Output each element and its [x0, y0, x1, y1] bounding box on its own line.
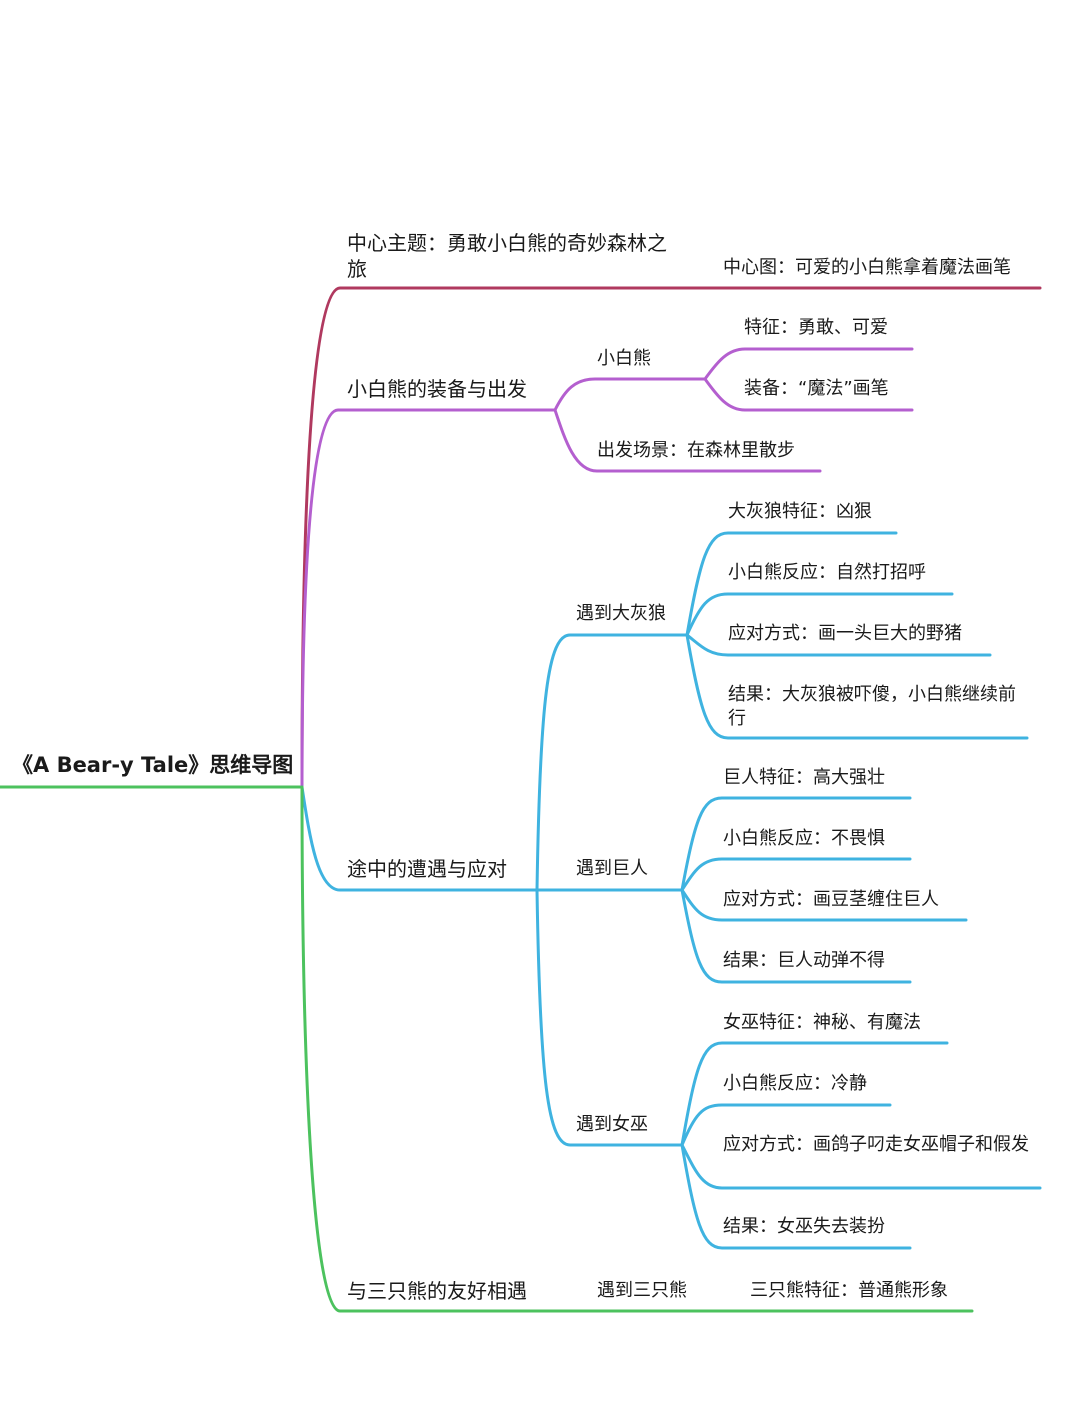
bear-trait-label: 特征：勇敢、可爱 [744, 317, 888, 338]
giant-item-3: 应对方式：画豆茎缠住巨人 [723, 889, 939, 910]
wolf-item-4-connector [685, 633, 1029, 740]
friends-meet-label: 遇到三只熊 [597, 1280, 687, 1301]
giant-label: 遇到巨人 [576, 858, 648, 879]
witch-item-2: 小白熊反应：冷静 [723, 1073, 867, 1094]
encounters-connector [300, 785, 539, 892]
wolf-item-3-connector [685, 633, 992, 657]
giant-item-4-connector [680, 888, 912, 984]
giant-item-1: 巨人特征：高大强壮 [723, 767, 885, 788]
giant-item-2: 小白熊反应：不畏惧 [723, 828, 885, 849]
witch-item-2-connector [680, 1103, 892, 1147]
scene-label: 出发场景：在森林里散步 [597, 440, 795, 461]
friends-trait-label: 三只熊特征：普通熊形象 [750, 1280, 948, 1301]
wolf-label: 遇到大灰狼 [576, 603, 666, 624]
giant-item-3-connector [680, 888, 968, 922]
witch-label: 遇到女巫 [576, 1114, 648, 1135]
giant-item-1-connector [680, 796, 912, 892]
wolf-connector [535, 633, 689, 892]
encounters-label: 途中的遭遇与应对 [347, 857, 507, 881]
bear-label: 小白熊 [597, 348, 651, 369]
wolf-item-1-connector [685, 531, 898, 637]
equipment-label: 小白熊的装备与出发 [347, 377, 527, 401]
friends-connector [300, 785, 974, 1313]
witch-item-4-connector [680, 1143, 912, 1250]
bear-gear-label: 装备：“魔法”画笔 [744, 378, 889, 399]
witch-item-1-connector [680, 1041, 949, 1147]
theme-label: 中心主题：勇敢小白熊的奇妙森林之旅 [347, 231, 667, 281]
bear-connector [553, 377, 707, 412]
wolf-item-3: 应对方式：画一头巨大的野猪 [728, 623, 962, 644]
witch-item-4: 结果：女巫失去装扮 [723, 1216, 885, 1237]
scene-connector [553, 408, 822, 473]
equipment-connector [300, 408, 557, 789]
witch-item-1: 女巫特征：神秘、有魔法 [723, 1012, 921, 1033]
friends-label: 与三只熊的友好相遇 [347, 1279, 527, 1303]
wolf-item-2-connector [685, 592, 954, 637]
bear-trait-connector [703, 347, 914, 381]
witch-item-3-connector [680, 1143, 1042, 1190]
wolf-item-4: 结果：大灰狼被吓傻，小白熊继续前行 [728, 684, 1016, 729]
witch-connector [535, 888, 684, 1147]
giant-item-2-connector [680, 857, 912, 892]
wolf-item-1: 大灰狼特征：凶狠 [728, 501, 872, 522]
bear-gear-connector [703, 377, 914, 412]
root-title: 《A Bear-y Tale》思维导图 [12, 753, 294, 777]
witch-item-3: 应对方式：画鸽子叼走女巫帽子和假发 [723, 1134, 1029, 1155]
wolf-item-2: 小白熊反应：自然打招呼 [728, 562, 926, 583]
giant-item-4: 结果：巨人动弹不得 [723, 950, 885, 971]
center-image-label: 中心图：可爱的小白熊拿着魔法画笔 [723, 257, 1011, 278]
